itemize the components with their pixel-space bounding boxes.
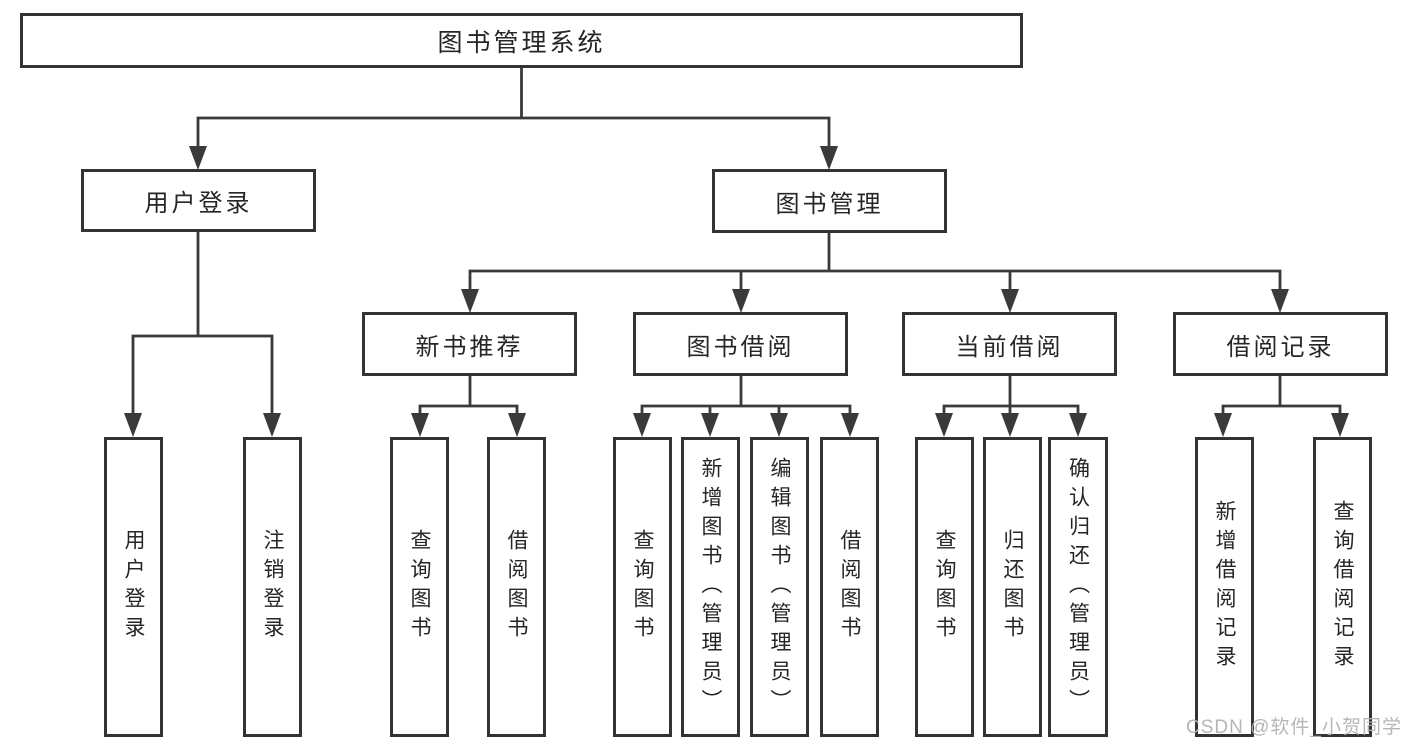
- leaf-query-borrow-record-label: 查询借阅记录: [1331, 500, 1354, 674]
- connector-borrow-record-to-leaves: [1221, 376, 1342, 416]
- connector-book-mgmt-to-level3: [468, 233, 1282, 292]
- leaf-add-books-admin-label: 新增图书（管理员）: [699, 456, 722, 718]
- leaf-return-books: 归还图书: [983, 437, 1042, 737]
- leaf-borrow-books: 借阅图书: [820, 437, 879, 737]
- leaf-query-books-current: 查询图书: [915, 437, 974, 737]
- connector-current-borrow-to-leaves: [942, 376, 1080, 416]
- leaf-return-books-label: 归还图书: [1001, 529, 1024, 645]
- leaf-logout-login-label: 注销登录: [261, 529, 284, 645]
- leaf-confirm-return-admin-label: 确认归还（管理员）: [1066, 456, 1090, 718]
- node-user-login-label: 用户登录: [144, 190, 253, 217]
- leaf-borrow-books-recommend: 借阅图书: [487, 437, 546, 737]
- node-library-system: 图书管理系统: [20, 13, 1023, 68]
- node-book-borrow: 图书借阅: [633, 312, 848, 376]
- arrowheads-book-borrow-to-leaves: [633, 413, 859, 437]
- node-book-management: 图书管理: [712, 169, 947, 233]
- connector-user-login-to-leaves: [131, 232, 274, 416]
- leaf-logout-login: 注销登录: [243, 437, 302, 737]
- leaf-borrow-books-recommend-label: 借阅图书: [505, 529, 528, 645]
- leaf-query-books-recommend: 查询图书: [390, 437, 449, 737]
- arrowheads-user-login-to-leaves: [124, 413, 281, 437]
- connector-new-book-rec-to-leaves: [418, 376, 519, 416]
- node-new-book-recommend: 新书推荐: [362, 312, 577, 376]
- connector-book-borrow-to-leaves: [640, 376, 852, 416]
- node-book-borrow-label: 图书借阅: [686, 333, 795, 361]
- leaf-query-books-recommend-label: 查询图书: [408, 529, 431, 645]
- leaf-confirm-return-admin: 确认归还（管理员）: [1048, 437, 1108, 737]
- node-library-system-label: 图书管理系统: [437, 28, 606, 57]
- node-new-book-recommend-label: 新书推荐: [415, 333, 524, 361]
- arrowheads-current-borrow-to-leaves: [935, 413, 1087, 437]
- node-borrow-records-label: 借阅记录: [1226, 333, 1335, 361]
- arrowheads-book-mgmt-to-level3: [461, 289, 1289, 313]
- node-current-borrow: 当前借阅: [902, 312, 1117, 376]
- connector-root-to-level2: [196, 68, 831, 150]
- arrowheads-root-to-level2: [189, 146, 838, 170]
- leaf-query-borrow-record: 查询借阅记录: [1313, 437, 1372, 737]
- leaf-query-books-current-label: 查询图书: [933, 529, 956, 645]
- arrowheads-borrow-record-to-leaves: [1214, 413, 1349, 437]
- leaf-edit-books-admin-label: 编辑图书（管理员）: [768, 456, 791, 718]
- leaf-add-borrow-record: 新增借阅记录: [1195, 437, 1254, 737]
- leaf-add-borrow-record-label: 新增借阅记录: [1213, 500, 1236, 674]
- leaf-query-books-borrow: 查询图书: [613, 437, 672, 737]
- leaf-add-books-admin: 新增图书（管理员）: [681, 437, 740, 737]
- node-book-management-label: 图书管理: [775, 190, 884, 218]
- leaf-edit-books-admin: 编辑图书（管理员）: [750, 437, 809, 737]
- leaf-user-login-label: 用户登录: [122, 529, 145, 645]
- arrowheads-new-book-rec-to-leaves: [411, 413, 526, 437]
- node-borrow-records: 借阅记录: [1173, 312, 1388, 376]
- leaf-user-login: 用户登录: [104, 437, 163, 737]
- node-current-borrow-label: 当前借阅: [955, 333, 1064, 361]
- csdn-watermark: CSDN @软件_小贺同学: [1186, 717, 1402, 738]
- leaf-query-books-borrow-label: 查询图书: [631, 529, 654, 645]
- leaf-borrow-books-label: 借阅图书: [838, 529, 861, 645]
- node-user-login: 用户登录: [81, 169, 316, 232]
